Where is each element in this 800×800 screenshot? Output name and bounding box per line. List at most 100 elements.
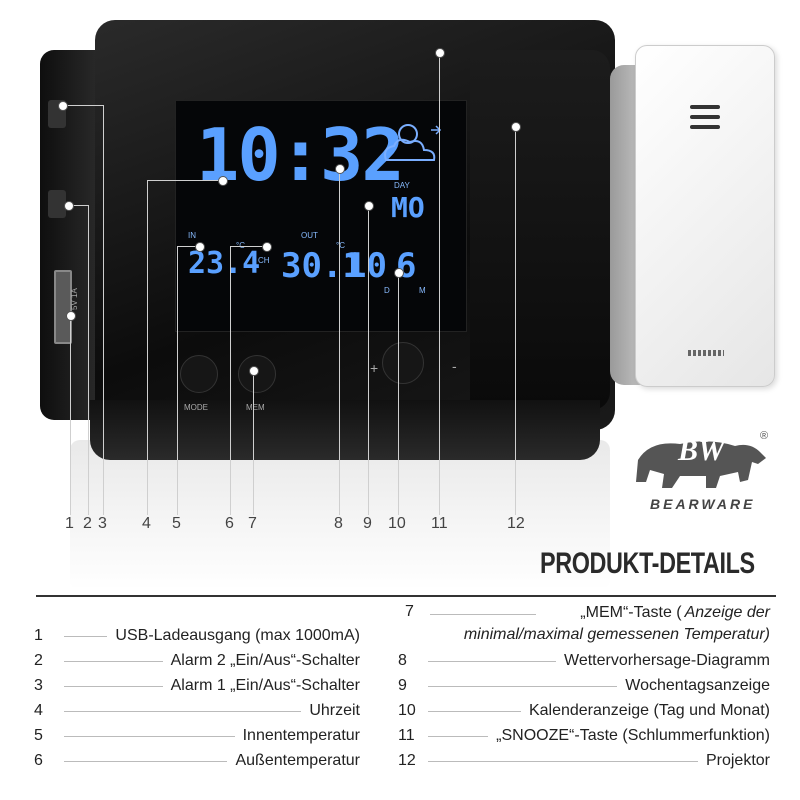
legend-right-item-10: 10 Kalenderanzeige (Tag und Monat)	[398, 700, 770, 722]
mode-button-label: MODE	[184, 403, 208, 412]
lcd-m-label: M	[419, 286, 426, 295]
callout-dot-1	[66, 311, 76, 321]
page-title: PRODUKT-DETAILS	[540, 547, 755, 580]
callout-dot-7	[249, 366, 259, 376]
legend-leader-line	[64, 710, 302, 712]
legend-text: Projektor	[705, 752, 770, 769]
legend-leader-line	[64, 635, 108, 637]
plus-button[interactable]	[382, 342, 424, 384]
legend-item-7-number: 7	[405, 603, 414, 620]
logo-name: BEARWARE	[650, 496, 756, 512]
legend-leader-line	[428, 735, 489, 737]
legend-left-item-2: 2 Alarm 2 „Ein/Aus“-Schalter	[34, 650, 360, 672]
callout-9: 9	[363, 515, 372, 532]
legend-number: 6	[34, 752, 43, 769]
minus-button-label: -	[452, 358, 457, 374]
lcd-time: 10:32	[196, 113, 405, 197]
legend-text: Wochentagsanzeige	[625, 677, 770, 694]
legend-number: 12	[398, 752, 416, 769]
clock-base	[90, 400, 600, 460]
legend-left-item-6: 6 Außentemperatur	[34, 750, 360, 772]
lcd-outdoor-temp: 30.1	[281, 246, 363, 286]
callout-dot-4	[218, 176, 228, 186]
mem-button-label: MEM	[246, 403, 265, 412]
legend-text: Kalenderanzeige (Tag und Monat)	[528, 702, 770, 719]
usb-rating-label: 5V 1A	[70, 288, 79, 310]
callout-12: 12	[507, 515, 525, 532]
legend-number: 2	[34, 652, 43, 669]
lcd-channel: CH	[258, 256, 270, 265]
legend-leader-line	[64, 660, 163, 662]
callout-dot-10	[394, 268, 404, 278]
lcd-unit-outdoor: °C	[336, 241, 345, 250]
callout-dot-8	[335, 164, 345, 174]
callout-3: 3	[98, 515, 107, 532]
legend-leader-line	[64, 760, 228, 762]
legend-text: „SNOOZE“-Taste (Schlummerfunktion)	[496, 727, 770, 744]
legend-text: Alarm 2 „Ein/Aus“-Schalter	[170, 652, 360, 669]
callout-dot-5	[195, 242, 205, 252]
legend-leader-line	[428, 660, 556, 662]
legend-leader-line	[428, 685, 618, 687]
legend-text: USB-Ladeausgang (max 1000mA)	[115, 627, 360, 644]
lcd-display: 10:32 DAY MO IN °C OUT 23.4 CH °C 30.1 1…	[175, 100, 467, 332]
lcd-outdoor-label: OUT	[301, 231, 318, 240]
callout-1: 1	[65, 515, 74, 532]
alarm1-switch[interactable]	[48, 190, 66, 218]
lcd-date-day: 10	[346, 246, 387, 286]
plus-button-label: +	[370, 360, 379, 376]
sensor-front	[635, 45, 775, 387]
legend-number: 9	[398, 677, 407, 694]
lcd-date-month: 6	[396, 246, 417, 286]
callout-6: 6	[225, 515, 234, 532]
legend-item-7-text-line2: minimal/maximal gemessenen Temperatur)	[463, 626, 770, 643]
outdoor-sensor	[610, 45, 775, 390]
legend-right-item-8: 8 Wettervorhersage-Diagramm	[398, 650, 770, 672]
legend-number: 11	[398, 727, 415, 744]
legend-text: Außentemperatur	[235, 752, 360, 769]
callout-4: 4	[142, 515, 151, 532]
legend-right-item-9: 9 Wochentagsanzeige	[398, 675, 770, 697]
legend-item-7-label: „MEM“-Taste (	[580, 604, 682, 621]
projector-section	[470, 50, 610, 410]
weather-cloud-icon	[376, 116, 446, 176]
legend-left-item-1: 1 USB-Ladeausgang (max 1000mA)	[34, 625, 360, 647]
mem-button[interactable]	[238, 355, 276, 393]
divider	[36, 595, 776, 597]
legend-number: 4	[34, 702, 43, 719]
callout-8: 8	[334, 515, 343, 532]
callout-7: 7	[248, 515, 257, 532]
lcd-unit-indoor: °C	[236, 241, 245, 250]
legend-leader-line	[428, 710, 521, 712]
callout-dot-12	[511, 122, 521, 132]
callout-5: 5	[172, 515, 181, 532]
legend-leader-line	[64, 735, 235, 737]
legend-right-item-11: 11 „SNOOZE“-Taste (Schlummerfunktion)	[398, 725, 770, 747]
lcd-d-label: D	[384, 286, 390, 295]
lcd-day-label: DAY	[394, 181, 410, 190]
legend-leader-line	[428, 760, 698, 762]
logo-letters: BW	[678, 434, 725, 467]
callout-dot-11	[435, 48, 445, 58]
callout-dot-6	[262, 242, 272, 252]
legend-item-7-line	[430, 614, 536, 615]
logo-registered: ®	[760, 430, 769, 442]
callout-2: 2	[83, 515, 92, 532]
sensor-vent-icon	[690, 105, 720, 136]
legend-number: 10	[398, 702, 416, 719]
legend-number: 5	[34, 727, 43, 744]
callout-dot-9	[364, 201, 374, 211]
mode-button[interactable]	[180, 355, 218, 393]
lcd-day-value: MO	[391, 191, 425, 224]
usb-port[interactable]	[54, 270, 72, 344]
legend-text: Wettervorhersage-Diagramm	[564, 652, 770, 669]
legend-number: 1	[34, 627, 43, 644]
bearware-logo: BW ® BEARWARE	[620, 430, 780, 520]
legend-number: 3	[34, 677, 43, 694]
callout-10: 10	[388, 515, 406, 532]
legend-number: 8	[398, 652, 407, 669]
